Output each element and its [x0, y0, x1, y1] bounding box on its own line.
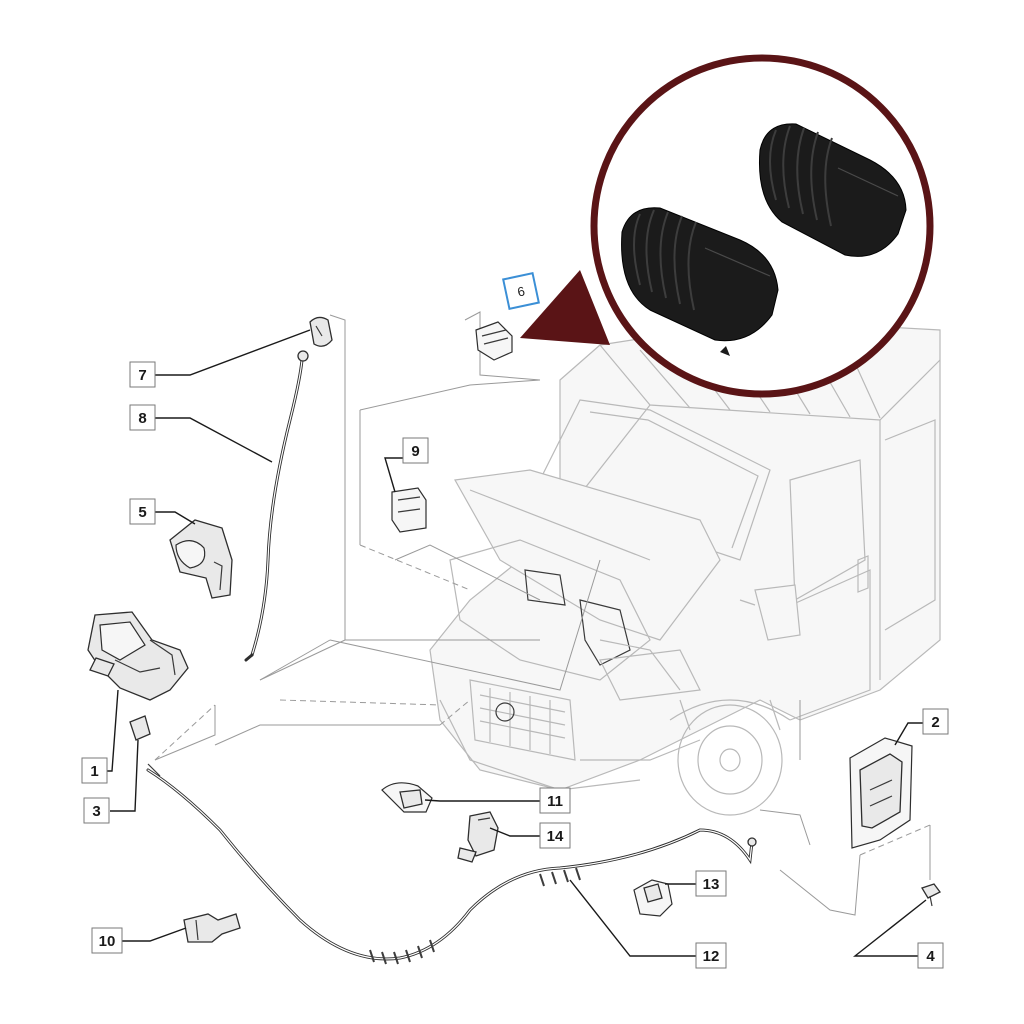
inset-product-photo	[590, 54, 934, 398]
part-9-clip	[391, 487, 427, 533]
callout-1-label: 1	[90, 763, 98, 780]
callout-13-label: 13	[703, 876, 720, 893]
callout-2-label: 2	[931, 714, 939, 731]
callout-6-label: 6	[516, 283, 526, 299]
part-2-release-handle	[849, 737, 913, 849]
part-11-clip	[381, 782, 433, 813]
callout-1: 1	[81, 757, 108, 784]
van-illustration	[429, 319, 941, 816]
callout-7: 7	[129, 361, 156, 388]
callout-8-label: 8	[138, 410, 146, 427]
part-6-bump-stop	[475, 321, 513, 361]
part-10-connector	[183, 913, 241, 943]
callout-13: 13	[695, 870, 727, 897]
part-1-hood-lock	[87, 611, 189, 701]
callout-5: 5	[129, 498, 156, 525]
part-4-screw	[921, 883, 941, 907]
grille-lines	[479, 688, 566, 754]
callout-14: 14	[539, 822, 571, 849]
callout-4: 4	[917, 942, 944, 969]
callout-11-label: 11	[547, 793, 563, 810]
callout-7-label: 7	[138, 367, 146, 384]
rubber-bump-stop-right	[759, 123, 907, 257]
callout-2: 2	[922, 708, 949, 735]
part-13-clip	[633, 879, 673, 917]
callout-9: 9	[402, 437, 429, 464]
callout-8: 8	[129, 404, 156, 431]
callout-11: 11	[539, 787, 571, 814]
callout-9-label: 9	[411, 443, 419, 460]
callout-3-label: 3	[92, 803, 100, 820]
leader-lines	[105, 329, 927, 957]
callout-3: 3	[83, 797, 110, 824]
part-5-bracket	[169, 519, 233, 599]
callout-12-label: 12	[703, 948, 720, 965]
highlight-box-part-6: 6	[502, 272, 540, 310]
part-7-grommet	[309, 316, 333, 347]
callout-4-label: 4	[926, 948, 935, 965]
part-14-holder	[457, 811, 499, 863]
rubber-bump-stop-left	[621, 207, 779, 356]
callout-12: 12	[695, 942, 727, 969]
part-8-support-rod	[244, 350, 309, 662]
callout-14-label: 14	[547, 828, 564, 845]
part-3-rubber-pad	[129, 715, 151, 741]
guide-lines	[154, 311, 931, 916]
callout-5-label: 5	[138, 504, 146, 521]
callout-10-label: 10	[99, 933, 116, 950]
callout-10: 10	[91, 927, 123, 954]
part-12-release-cable	[146, 763, 757, 965]
inset-pointer-arrow	[520, 270, 610, 345]
